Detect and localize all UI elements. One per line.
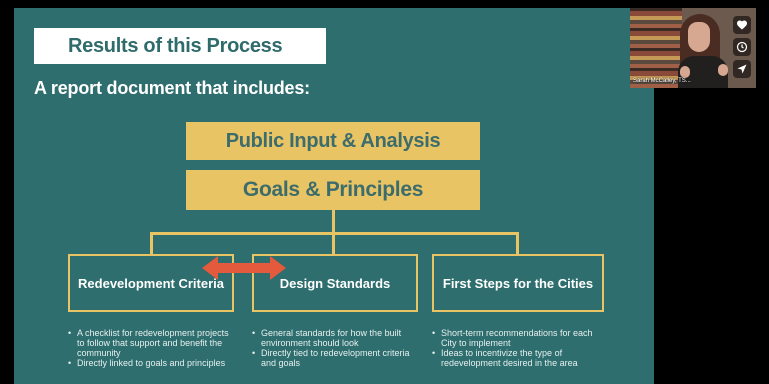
list-item: Short-term recommendations for each City… <box>432 328 604 348</box>
participant-face <box>688 22 710 52</box>
reaction-toolbar <box>733 16 751 78</box>
list-item: A checklist for redevelopment projects t… <box>68 328 232 358</box>
participant-hand-left <box>680 66 690 78</box>
bookshelf-background <box>630 8 682 88</box>
public-input-box: Public Input & Analysis <box>186 122 480 160</box>
goals-principles-box: Goals & Principles <box>186 170 480 210</box>
connector-vertical-main <box>332 210 335 234</box>
presentation-slide: Results of this Process A report documen… <box>14 8 654 384</box>
connector-right <box>516 232 519 254</box>
outcome-box-design-standards: Design Standards <box>252 254 418 312</box>
list-item: Directly linked to goals and principles <box>68 358 232 368</box>
slide-subtitle: A report document that includes: <box>34 78 310 98</box>
outcome-box-redevelopment-criteria: Redevelopment Criteria <box>68 254 234 312</box>
double-arrow-icon <box>202 256 286 280</box>
connector-left <box>150 232 153 254</box>
slide-title-box: Results of this Process <box>34 28 326 64</box>
participant-name: Sarah McCalley, TS... <box>633 78 691 84</box>
clock-icon[interactable] <box>733 38 751 56</box>
list-item: Ideas to incentivize the type of redevel… <box>432 348 604 368</box>
list-item: Directly tied to redevelopment criteria … <box>252 348 418 368</box>
outcome-box-first-steps: First Steps for the Cities <box>432 254 604 312</box>
slide-title: Results of this Process <box>68 34 283 57</box>
outcome-bullets-first-steps: Short-term recommendations for each City… <box>432 328 604 368</box>
outcome-bullets-design: General standards for how the built envi… <box>252 328 418 368</box>
heart-icon[interactable] <box>733 16 751 34</box>
participant-hand-right <box>718 64 728 76</box>
send-icon[interactable] <box>733 60 751 78</box>
list-item: General standards for how the built envi… <box>252 328 418 348</box>
outcome-bullets-redevelopment: A checklist for redevelopment projects t… <box>68 328 232 368</box>
connector-center <box>332 232 335 254</box>
